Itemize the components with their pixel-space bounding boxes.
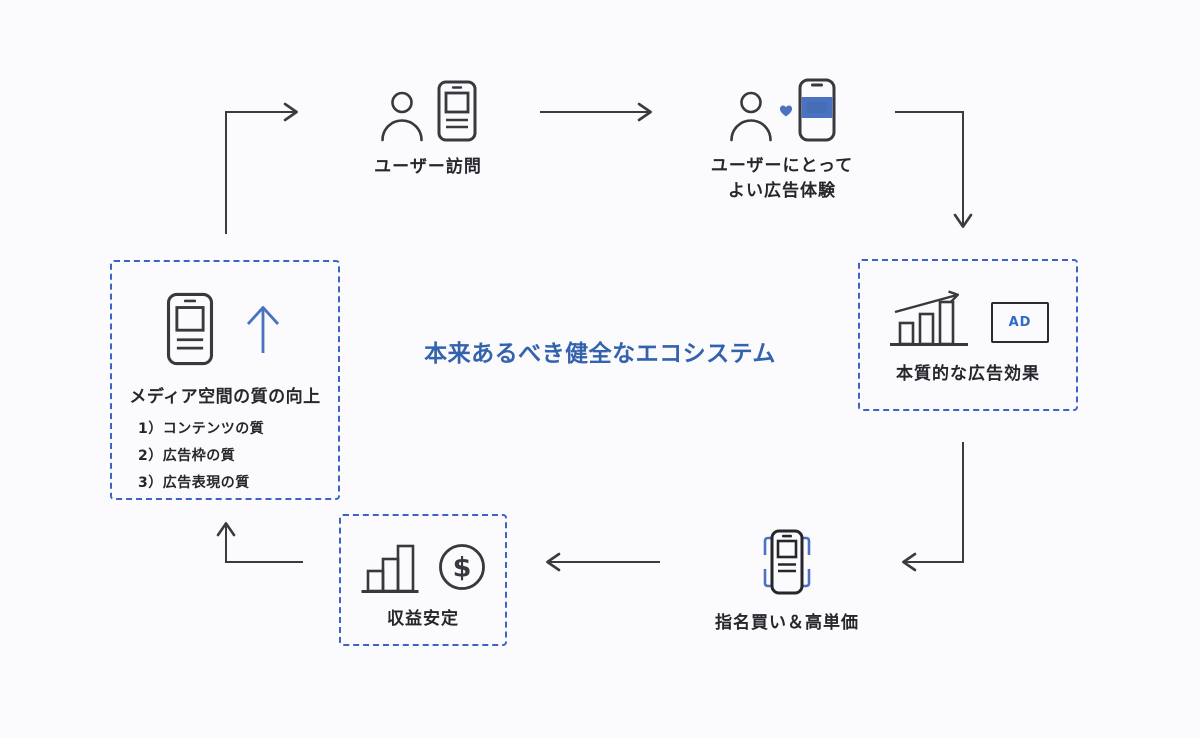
smartphone-focus-icon (763, 529, 811, 595)
bar-chart-icon (361, 544, 419, 593)
arrow-revenue-to-media-quality (216, 522, 303, 563)
smartphone-ad-icon (798, 78, 836, 142)
good-ad-experience-icons (728, 78, 836, 142)
stable-revenue-icons: $ (360, 540, 486, 594)
good-ad-experience-label-line1: ユーザーにとって (710, 156, 854, 176)
arrow-media-to-user-visit (225, 102, 298, 234)
media-quality-title: メディア空間の質の向上 (129, 387, 321, 407)
up-arrow-icon (246, 306, 280, 353)
quality-list-item-ad-slot: 2）広告枠の質 (138, 448, 236, 464)
ad-frame-icon: AD (991, 301, 1049, 343)
smartphone-icon (437, 80, 477, 142)
designated-purchase-label: 指名買い＆高単価 (715, 613, 859, 633)
media-quality-icons (165, 292, 285, 366)
person-icon (381, 91, 423, 142)
box-media-quality: メディア空間の質の向上 1）コンテンツの質 2）広告枠の質 3）広告表現の質 (110, 260, 340, 500)
essential-ad-effect-icons: AD (887, 289, 1049, 347)
dollar-symbol: $ (453, 553, 472, 584)
person-icon (730, 91, 772, 142)
growth-chart-icon (890, 290, 968, 346)
node-designated-purchase: 指名買い＆高単価 (702, 528, 872, 636)
center-title: 本来あるべき健全なエコシステム (424, 341, 776, 367)
essential-ad-effect-label: 本質的な広告効果 (896, 364, 1040, 384)
quality-list-item-ad-expression: 3）広告表現の質 (138, 475, 250, 491)
ad-badge-text: AD (1008, 314, 1032, 330)
user-visit-label: ユーザー訪問 (374, 157, 482, 177)
box-essential-ad-effect: AD 本質的な広告効果 (858, 259, 1078, 411)
arrow-ad-experience-to-ad-effect (895, 111, 973, 228)
stable-revenue-label: 収益安定 (387, 609, 459, 629)
dollar-coin-icon: $ (439, 544, 485, 590)
user-visit-icons (379, 80, 477, 142)
heart-icon (779, 105, 793, 117)
quality-list-item-content: 1）コンテンツの質 (138, 421, 265, 437)
arrow-ad-effect-to-designated-purchase (902, 442, 964, 572)
good-ad-experience-label-line2: よい広告体験 (728, 180, 836, 201)
node-user-visit: ユーザー訪問 (350, 80, 506, 180)
node-good-ad-experience: ユーザーにとって よい広告体験 (692, 78, 872, 203)
box-stable-revenue: $ 収益安定 (339, 514, 507, 646)
media-quality-list: 1）コンテンツの質 2）広告枠の質 3）広告表現の質 (112, 416, 338, 497)
smartphone-icon (166, 292, 214, 366)
